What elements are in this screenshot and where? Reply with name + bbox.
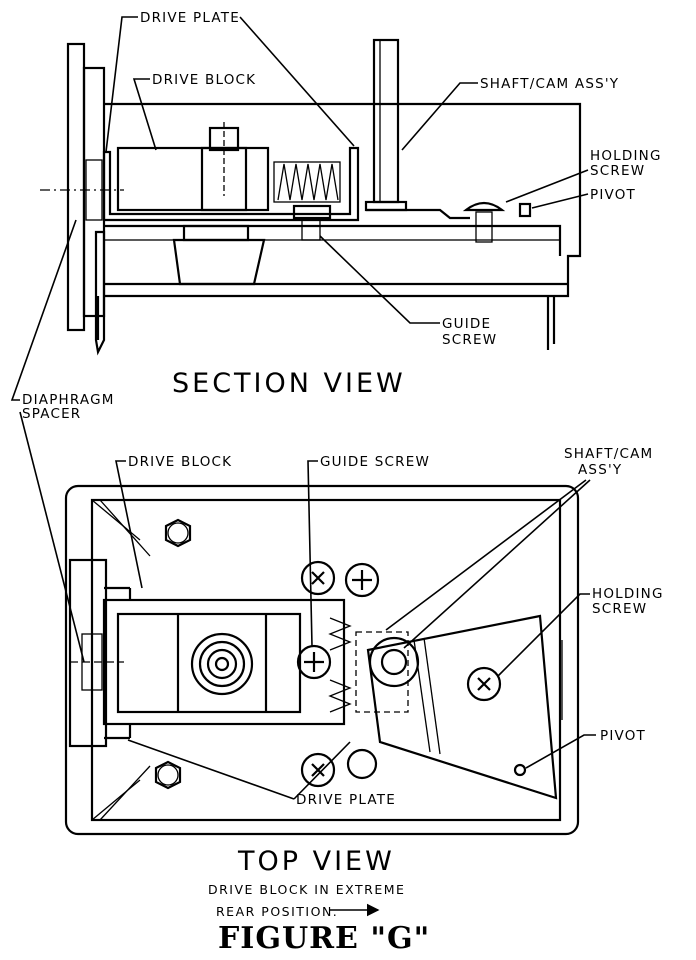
top-view-note-2: REAR POSITION.	[216, 904, 338, 919]
section-label-guide-2: SCREW	[442, 332, 497, 348]
leader-top-drive-plate-b	[293, 741, 351, 800]
hex-nut-bottom	[154, 760, 182, 790]
leader-top-guide-screw	[307, 460, 318, 647]
leader-diaphragm-section	[10, 219, 77, 401]
front-flange	[40, 42, 124, 356]
phillips-screw-icon	[300, 752, 336, 788]
section-view: DRIVE PLATE DRIVE BLOCK SHAFT/CAM ASS'Y …	[40, 10, 662, 399]
leader-top-holding-screw	[497, 593, 590, 677]
leader-drive-plate-a	[105, 16, 138, 153]
top-housing-outer	[64, 484, 580, 836]
section-label-holding-1: HOLDING	[590, 148, 662, 164]
top-label-shaft-cam-1: SHAFT/CAM	[564, 446, 653, 462]
leader-holding-screw	[505, 169, 589, 203]
phillips-screw-icon	[344, 562, 380, 598]
hex-nut-top	[164, 518, 192, 548]
section-lower-block	[172, 224, 266, 286]
top-label-drive-plate: DRIVE PLATE	[296, 792, 396, 808]
section-shaft	[364, 38, 470, 220]
top-holding-plate	[366, 614, 558, 800]
section-drive-block	[116, 122, 270, 212]
label-spacer: SPACER	[22, 406, 81, 422]
section-view-title: SECTION VIEW	[172, 368, 406, 399]
leader-guide-screw	[319, 235, 440, 324]
leader-top-drive-plate-a	[127, 739, 295, 800]
section-label-shaft-cam: SHAFT/CAM ASS'Y	[480, 76, 619, 92]
section-spring	[273, 161, 341, 203]
drive-block-boss	[190, 632, 254, 696]
figure-title: FIGURE "G"	[218, 921, 430, 956]
leader-pivot	[531, 193, 589, 209]
leader-top-drive-block	[115, 460, 143, 589]
top-spring-lower	[328, 679, 352, 713]
section-drive-plate	[102, 146, 360, 222]
label-diaphragm: DIAPHRAGM	[22, 392, 115, 408]
top-label-drive-block: DRIVE BLOCK	[128, 454, 232, 470]
section-label-drive-block: DRIVE BLOCK	[152, 72, 256, 88]
top-drive-plate	[102, 598, 346, 726]
top-label-pivot: PIVOT	[600, 728, 646, 744]
leader-top-pivot	[525, 734, 596, 769]
section-holding-screw	[462, 201, 532, 243]
leader-top-shaft-cam-b	[403, 479, 591, 649]
top-label-shaft-cam-2: ASS'Y	[578, 462, 622, 478]
top-drive-block	[116, 612, 302, 714]
top-label-holding-1: HOLDING	[592, 586, 664, 602]
phillips-screw-icon	[346, 748, 378, 780]
top-spring-upper	[328, 617, 352, 651]
section-label-holding-2: SCREW	[590, 163, 645, 179]
holding-screw-icon	[466, 666, 502, 702]
section-label-pivot: PIVOT	[590, 187, 636, 203]
top-view: DRIVE BLOCK GUIDE SCREW SHAFT/CAM ASS'Y …	[64, 446, 664, 919]
leader-drive-plate-b	[239, 16, 355, 147]
leader-shaft-cam	[401, 82, 478, 151]
guide-screw-icon	[296, 644, 332, 680]
top-housing-inner	[90, 498, 562, 822]
top-view-note-1: DRIVE BLOCK IN EXTREME	[208, 882, 405, 897]
top-label-guide-screw: GUIDE SCREW	[320, 454, 430, 470]
leader-diaphragm-top	[19, 411, 85, 663]
phillips-screw-icon	[300, 560, 336, 596]
leader-drive-block	[132, 78, 157, 151]
section-label-drive-plate: DRIVE PLATE	[140, 10, 240, 26]
section-label-guide-1: GUIDE	[442, 316, 491, 332]
section-guide-screw	[292, 204, 332, 241]
section-housing	[96, 102, 582, 350]
leader-top-shaft-cam-a	[385, 479, 587, 631]
top-view-title: TOP VIEW	[237, 846, 395, 877]
top-label-holding-2: SCREW	[592, 601, 647, 617]
top-diaphragm-spacer	[68, 558, 108, 748]
pivot-icon	[513, 763, 527, 777]
